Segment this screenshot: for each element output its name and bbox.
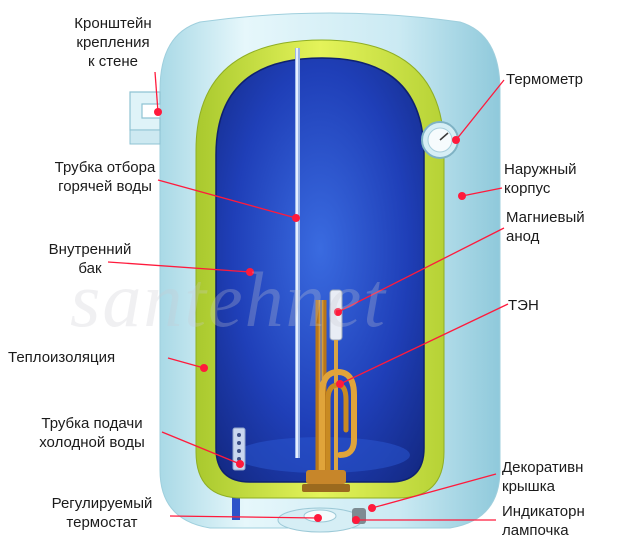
- label-thermometer: Термометр: [506, 71, 584, 88]
- watermark-text: santehnet: [70, 256, 387, 343]
- label-indicator-lamp: Индикаторн лампочка: [502, 503, 585, 539]
- heating-element: [302, 300, 357, 492]
- wall-bracket: [129, 91, 161, 145]
- cold-water-pipe: [232, 427, 246, 471]
- thermometer-gauge: [421, 121, 459, 159]
- label-hot-water-pipe: Трубка отбора горячей воды: [54, 159, 156, 195]
- label-decorative-cover: Декоративн крышка: [502, 459, 584, 495]
- label-thermostat: Регулируемый термостат: [51, 495, 153, 531]
- marker-dots: [154, 108, 466, 524]
- label-inner-tank: Внутренний бак: [48, 241, 132, 277]
- label-cold-water-pipe: Трубка подачи холодной воды: [39, 415, 145, 451]
- leader-lines: [107, 71, 509, 521]
- label-magnesium-anode: Магниевый анод: [506, 209, 585, 245]
- label-wall-bracket: Кронштейн крепления к стене: [74, 15, 152, 70]
- label-insulation: Теплоизоляция: [8, 349, 116, 366]
- label-heating-element: ТЭН: [508, 297, 539, 314]
- hot-water-pipe: [295, 48, 300, 458]
- label-outer-case: Наружный корпус: [504, 161, 577, 197]
